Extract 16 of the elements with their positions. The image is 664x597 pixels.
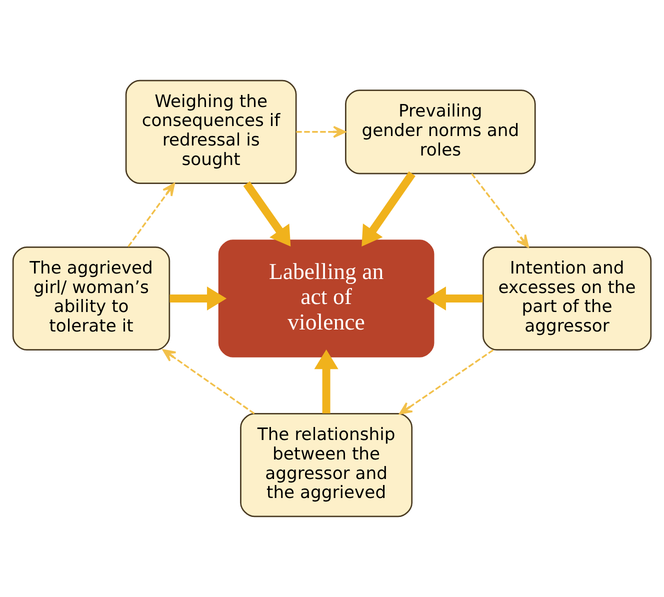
arrow [471, 173, 530, 248]
arrow [426, 286, 483, 311]
node-box: Prevailing gender norms and roles [345, 90, 536, 174]
arrow [170, 286, 227, 311]
arrow [399, 349, 494, 414]
arrow [314, 349, 338, 414]
node-box: Weighing the consequences if redressal is sought [125, 80, 297, 184]
arrow [128, 182, 175, 248]
arrow [162, 349, 255, 414]
node-box: Intention and excesses on the part of the aggressor [482, 246, 652, 351]
node-box: The aggrieved girl/ woman’s ability to tolerate it [12, 246, 170, 351]
arrow [243, 181, 291, 247]
arrow [296, 126, 346, 138]
node-box: The relationship between the aggressor and the aggrieved [240, 413, 413, 518]
node-box: Labelling an act of violence [218, 240, 434, 358]
arrow [362, 171, 416, 246]
